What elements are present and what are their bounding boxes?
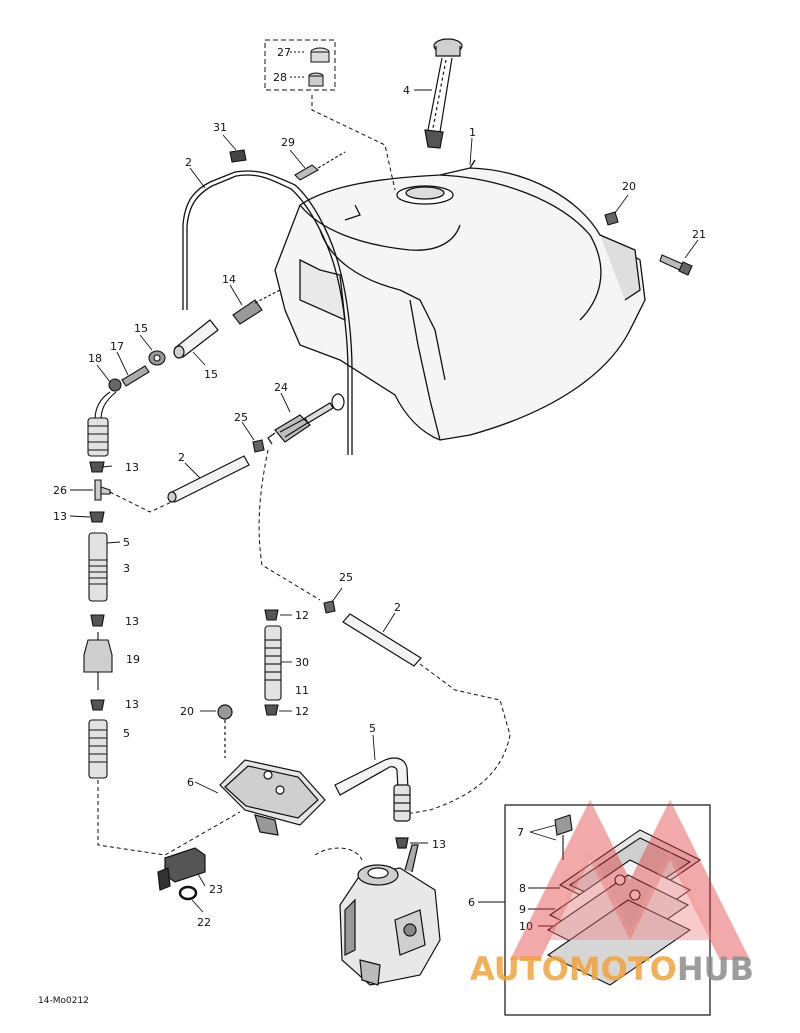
callout-5-bent: 5: [369, 722, 376, 735]
hose-segment-2-middle: [167, 455, 250, 503]
callout-13-e: 13: [432, 838, 446, 851]
clamp-25-upper: [252, 439, 265, 453]
hose-clip: [229, 149, 247, 163]
callout-13-d: 13: [125, 698, 139, 711]
callout-13-a: 13: [125, 461, 139, 474]
callout-24: 24: [274, 381, 288, 394]
fuel-pump: [217, 704, 326, 836]
callout-13-c: 13: [125, 615, 139, 628]
hose-segment-5-bent: [334, 757, 411, 849]
callout-numbers: 27 28 4 1 31 29 2 20 21 14 15 17 18 15 2…: [53, 46, 706, 933]
callout-25-top: 25: [234, 411, 248, 424]
leader-lines: [69, 51, 699, 927]
screw-21: [659, 254, 693, 276]
primer-pump: [267, 393, 345, 445]
callout-18: 18: [88, 352, 102, 365]
callout-28: 28: [273, 71, 287, 84]
watermark-text: AUTOMOTOHUB: [470, 950, 754, 988]
callout-2-top: 2: [185, 156, 192, 169]
callout-7: 7: [517, 826, 524, 839]
callout-27: 27: [277, 46, 291, 59]
carburetor: [339, 844, 441, 986]
callout-6-kit: 6: [468, 896, 475, 909]
left-hose-stack: [83, 391, 117, 779]
pump-kit-box: [504, 804, 711, 1016]
callout-15-top: 15: [134, 322, 148, 335]
check-valve: [294, 151, 346, 181]
clamp-25-lower: [323, 600, 336, 614]
hose-segment-15: [173, 319, 219, 359]
vent-hose: [182, 170, 353, 455]
cap-leader-line: [311, 95, 396, 191]
hose-segment-2-lower: [342, 613, 422, 667]
left-dashed-routing: [97, 491, 241, 856]
fitting-17: [121, 365, 150, 387]
callout-26: 26: [53, 484, 67, 497]
callout-14: 14: [222, 273, 236, 286]
callout-23: 23: [209, 883, 223, 896]
callout-6-pump: 6: [187, 776, 194, 789]
callout-15-bottom: 15: [204, 368, 218, 381]
cap-group-box: [264, 39, 336, 91]
o-ring-22: [178, 885, 198, 901]
center-hose-30: [264, 609, 282, 716]
callout-8: 8: [519, 882, 526, 895]
callout-31: 31: [213, 121, 227, 134]
callout-2-lower: 2: [394, 601, 401, 614]
elbow-18: [108, 378, 122, 392]
callout-30: 30: [295, 656, 309, 669]
callout-21: 21: [692, 228, 706, 241]
callout-19: 19: [126, 653, 140, 666]
callout-2-mid: 2: [178, 451, 185, 464]
callout-17: 17: [110, 340, 124, 353]
callout-4: 4: [403, 84, 410, 97]
grommet-15: [148, 350, 166, 366]
callout-12-top: 12: [295, 609, 309, 622]
callout-10: 10: [519, 920, 533, 933]
fuel-gauge-sender: [424, 38, 463, 149]
callout-22: 22: [197, 916, 211, 929]
callout-9: 9: [519, 903, 526, 916]
callout-5-top: 5: [123, 536, 130, 549]
callout-11: 11: [295, 684, 309, 697]
callout-25-lower: 25: [339, 571, 353, 584]
nut-20-right: [604, 211, 619, 226]
callout-13-b: 13: [53, 510, 67, 523]
lower-dashed-routing: [399, 663, 511, 816]
watermark-logo: [510, 800, 750, 960]
callout-20-top: 20: [622, 180, 636, 193]
callout-12-bottom: 12: [295, 705, 309, 718]
callout-5-lower: 5: [123, 727, 130, 740]
fuel-tank: [274, 159, 646, 441]
tank-outlet-fitting: [232, 289, 281, 325]
callout-1: 1: [469, 126, 476, 139]
callout-29: 29: [281, 136, 295, 149]
callout-3: 3: [123, 562, 130, 575]
primer-valve-23: [157, 847, 206, 891]
callout-20-left: 20: [180, 705, 194, 718]
diagram-reference-code: 14-Mo0212: [38, 996, 89, 1006]
carb-dashed-routing: [314, 847, 363, 861]
primer-dashed-routing: [258, 449, 321, 601]
